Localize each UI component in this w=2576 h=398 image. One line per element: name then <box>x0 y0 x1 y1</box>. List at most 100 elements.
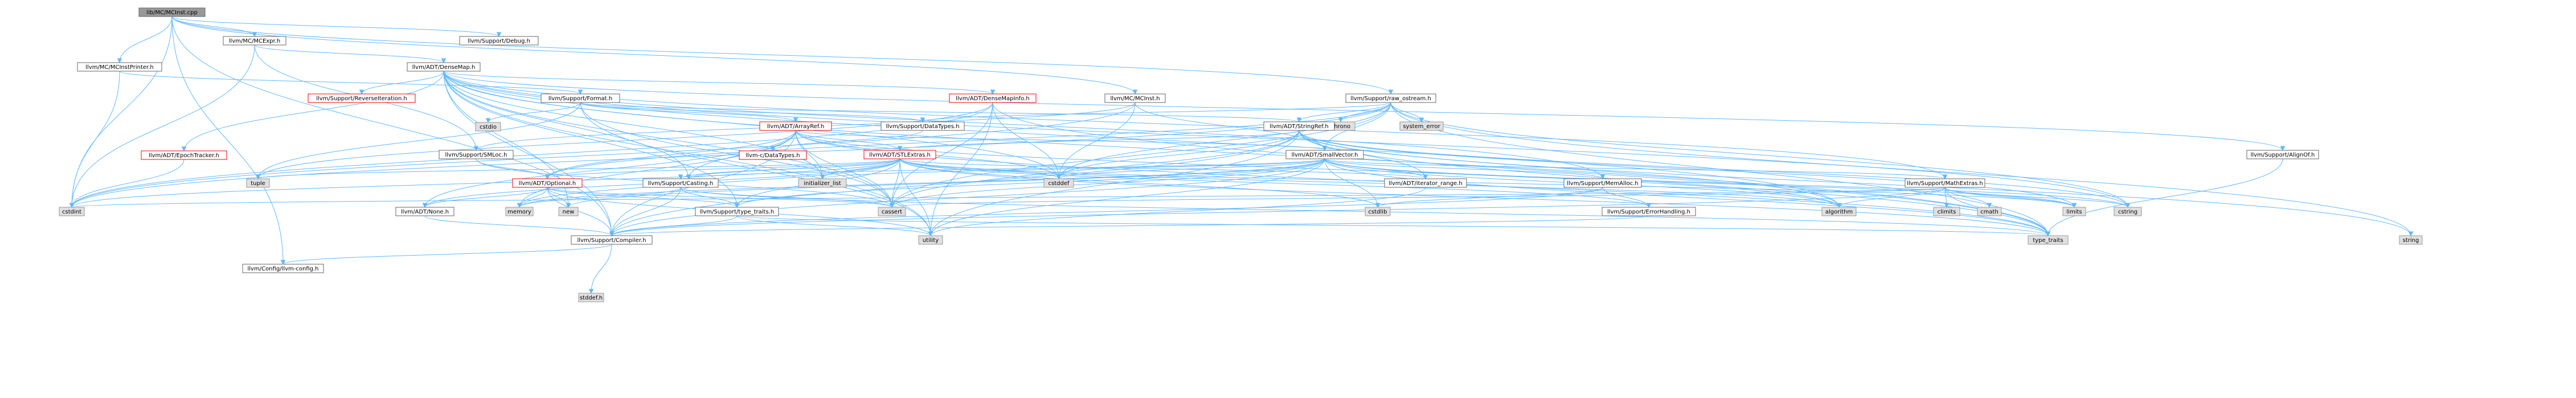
node-box <box>1933 207 1960 216</box>
include-edge-densemap-to-densemapinfo <box>443 71 996 95</box>
node-algorithm: algorithm <box>1821 207 1857 216</box>
node-format[interactable]: llvm/Support/Format.h <box>540 93 620 103</box>
node-box <box>512 178 583 188</box>
include-edge-stringref-to-utility <box>928 130 1300 237</box>
node-label: llvm/Support/ReverseIteration.h <box>316 96 407 102</box>
include-edge-stlextras-to-cstdint <box>69 158 900 208</box>
node-cstdint: cstdint <box>59 207 85 216</box>
node-label: llvm/ADT/ArrayRef.h <box>767 124 825 130</box>
node-smloc[interactable]: llvm/Support/SMLoc.h <box>439 150 514 159</box>
node-label: cstdlib <box>1369 209 1387 215</box>
node-cstdio: cstdio <box>475 122 501 132</box>
include-edge-smallvector-to-iterator <box>686 158 1325 180</box>
node-label: cstdio <box>480 124 497 130</box>
node-mcinst[interactable]: llvm/MC/MCInst.h <box>1104 93 1166 103</box>
node-label: utility <box>923 237 939 244</box>
include-edge-mcexpr-to-densemap <box>254 44 447 64</box>
include-edge-casting-to-memory <box>517 187 681 208</box>
node-box <box>475 122 501 132</box>
node-label: llvm/Support/type_traits.h <box>700 209 774 215</box>
include-edge-mathextras-to-cmath <box>1944 187 1992 208</box>
include-edge-optional-to-new <box>547 187 571 208</box>
node-alignof[interactable]: llvm/Support/AlignOf.h <box>2246 150 2319 159</box>
node-densemap[interactable]: llvm/ADT/DenseMap.h <box>407 62 481 72</box>
node-box <box>1104 93 1166 103</box>
node-mathextras[interactable]: llvm/Support/MathExtras.h <box>1905 178 1985 188</box>
include-edge-casting-to-typetraits <box>680 187 740 208</box>
node-label: cassert <box>882 209 902 215</box>
node-box <box>1399 121 1444 131</box>
include-edge-typetraits-to-utility <box>736 215 933 237</box>
node-reverseiteration[interactable]: llvm/Support/ReverseIteration.h <box>308 93 416 103</box>
node-box <box>407 62 481 72</box>
node-label: stddef.h <box>580 295 603 301</box>
node-epochtracker[interactable]: llvm/ADT/EpochTracker.h <box>141 150 227 160</box>
node-mcinstprinter[interactable]: llvm/MC/MCInstPrinter.h <box>77 62 162 72</box>
node-mcexpr[interactable]: llvm/MC/MCExpr.h <box>223 36 286 46</box>
node-box <box>505 207 534 216</box>
node-datatypes[interactable]: llvm/Support/DataTypes.h <box>880 121 965 131</box>
include-edge-typetraits-to-type_traits <box>736 215 2051 237</box>
node-debug[interactable]: llvm/Support/Debug.h <box>459 36 539 46</box>
node-label: system_error <box>1403 124 1440 130</box>
node-errorhandling[interactable]: llvm/Support/ErrorHandling.h <box>1602 207 1696 216</box>
node-memalloc[interactable]: llvm/Support/MemAlloc.h <box>1563 178 1642 188</box>
node-label: llvm/Support/Format.h <box>548 96 612 102</box>
node-label: tuple <box>251 180 265 187</box>
include-edge-adtnone-to-compiler <box>424 215 615 237</box>
node-compiler[interactable]: llvm/Support/Compiler.h <box>571 235 653 245</box>
node-label: llvm/Support/DataTypes.h <box>886 124 959 130</box>
include-edge-smallvector-to-mathextras <box>1324 158 1948 180</box>
node-label: llvm/ADT/DenseMap.h <box>412 64 476 71</box>
node-box <box>695 207 779 216</box>
node-system_error: system_error <box>1399 121 1444 131</box>
node-label: type_traits <box>2033 237 2063 244</box>
node-casting[interactable]: llvm/Support/Casting.h <box>642 178 719 188</box>
node-box <box>459 36 539 46</box>
node-box <box>2028 235 2069 245</box>
node-stlextras[interactable]: llvm/ADT/STLExtras.h <box>863 150 936 159</box>
node-label: llvm/Support/Casting.h <box>648 180 714 187</box>
include-edge-mathextras-to-limits <box>1944 187 2077 208</box>
node-box <box>2246 150 2319 159</box>
node-utility: utility <box>918 235 943 245</box>
include-edge-epochtracker-to-cstdint <box>69 159 185 208</box>
node-box <box>1563 178 1642 188</box>
node-label: llvm/Support/Compiler.h <box>577 237 646 244</box>
node-box <box>1263 121 1335 131</box>
node-box <box>878 207 906 216</box>
node-config[interactable]: llvm/Config/llvm-config.h <box>242 264 324 273</box>
node-box <box>2399 235 2423 245</box>
node-new: new <box>558 207 579 216</box>
node-arrayref[interactable]: llvm/ADT/ArrayRef.h <box>759 121 832 131</box>
include-edge-raw_ostream-to-string <box>1390 102 2414 237</box>
node-box <box>739 150 807 160</box>
node-raw_ostream[interactable]: llvm/Support/raw_ostream.h <box>1345 93 1436 103</box>
node-densemapinfo[interactable]: llvm/ADT/DenseMapInfo.h <box>949 93 1037 103</box>
include-edge-stringref-to-string <box>1299 130 2414 237</box>
node-initializer_list: initializer_list <box>798 178 847 188</box>
include-edge-alignof-to-type_traits <box>2045 158 2283 237</box>
include-edge-stlextras-to-type_traits <box>899 158 2051 237</box>
include-edge-datatypes-to-llvmc_datatypes <box>770 130 923 152</box>
node-optional[interactable]: llvm/ADT/Optional.h <box>512 178 583 188</box>
include-edge-smallvector-to-memalloc <box>1324 158 1606 180</box>
node-label: llvm/Support/SMLoc.h <box>445 152 507 158</box>
node-adtnone[interactable]: llvm/ADT/None.h <box>395 207 454 216</box>
node-llvmc_datatypes[interactable]: llvm-c/DataTypes.h <box>739 150 807 160</box>
node-stringref[interactable]: llvm/ADT/StringRef.h <box>1263 121 1335 131</box>
node-label: llvm/ADT/StringRef.h <box>1269 124 1328 130</box>
node-box <box>949 93 1037 103</box>
node-typetraits[interactable]: llvm/Support/type_traits.h <box>695 207 779 216</box>
node-box <box>578 293 604 302</box>
include-edge-raw_ostream-to-stringref <box>1296 102 1391 123</box>
node-smallvector[interactable]: llvm/ADT/SmallVector.h <box>1285 150 1364 159</box>
node-cstring: cstring <box>2114 207 2142 216</box>
node-root[interactable]: lib/MC/MCInst.cpp <box>138 7 206 17</box>
node-string: string <box>2399 235 2423 245</box>
node-label: llvm/Support/MemAlloc.h <box>1567 180 1639 187</box>
node-label: initializer_list <box>804 180 841 187</box>
node-iterator_range[interactable]: llvm/ADT/iterator_range.h <box>1384 178 1467 188</box>
include-edge-mathextras-to-algorithm <box>1836 187 1946 208</box>
